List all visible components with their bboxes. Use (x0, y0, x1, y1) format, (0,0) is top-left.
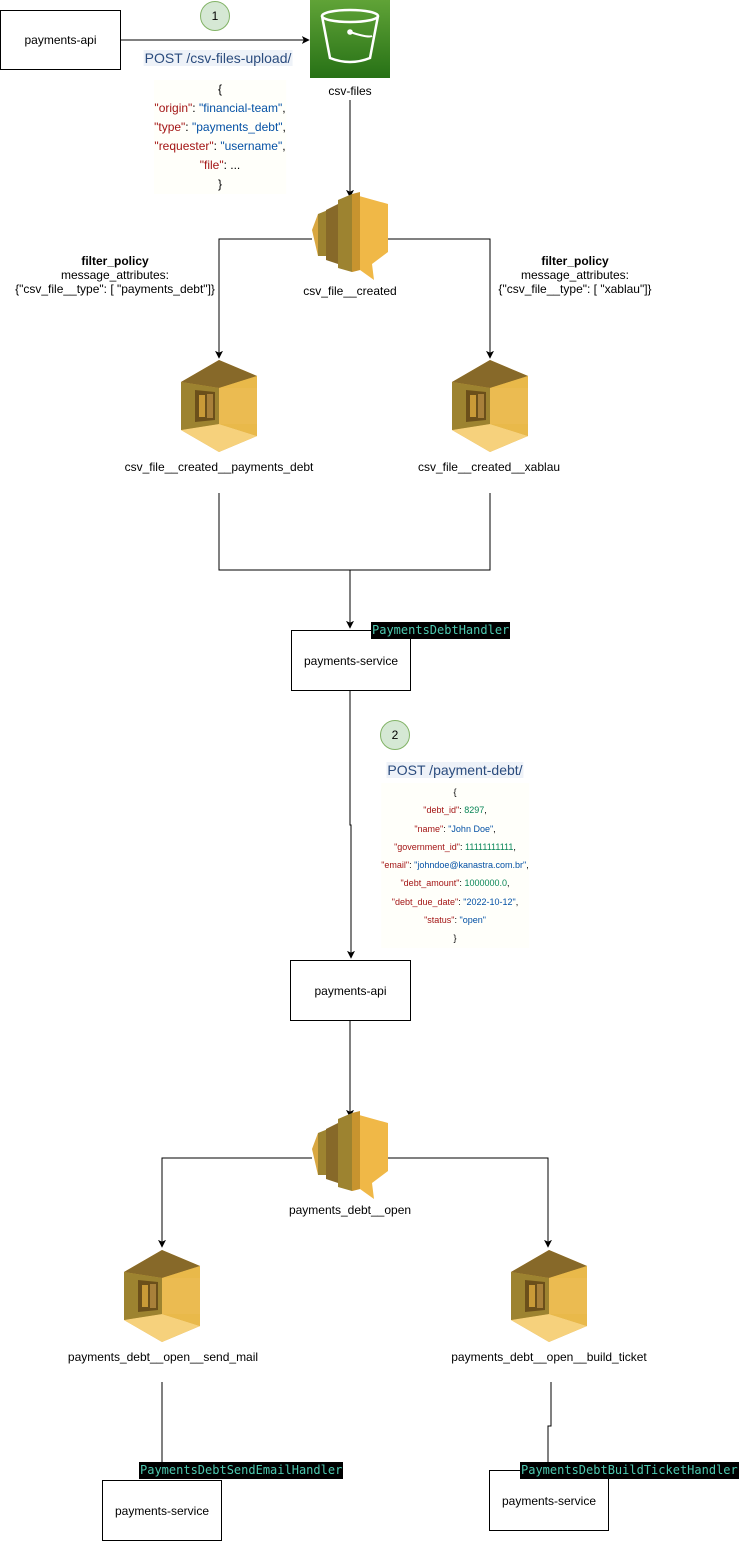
filter-policy-left-title: filter_policy (81, 254, 149, 268)
topic-created-label: csv_file__created (303, 284, 397, 298)
filter-policy-right-line1: message_attributes: (520, 268, 630, 282)
queue-build-ticket-label: payments_debt__open__build_ticket (451, 1350, 647, 1364)
sqs-queue-payments-debt-icon (181, 360, 257, 452)
payment-debt-request-body: { "debt_id": 8297, "name": "John Doe", "… (381, 783, 529, 948)
filter-policy-right-title: filter_policy (541, 254, 609, 268)
payment-body-line: "name": "John Doe", (414, 823, 496, 834)
filter-policy-right-line2: {"csv_file__type": [ "xablau"]} (498, 282, 652, 296)
edge-ticket-queue-to-service (547, 1382, 552, 1468)
payments-service-mail-box[interactable]: payments-service (102, 1480, 222, 1541)
payments-debt-handler-tag: PaymentsDebtHandler (371, 622, 511, 639)
sqs-queue-xablau-icon (452, 360, 528, 452)
payment-body-line: "email": "johndoe@kanastra.com.br", (381, 860, 529, 871)
topic-open-label: payments_debt__open (288, 1203, 412, 1217)
payments-service-mid-label: payments-service (303, 653, 399, 668)
send-email-handler-tag: PaymentsDebtSendEmailHandler (139, 1462, 344, 1479)
payments-service-mid-box[interactable]: payments-service (291, 630, 411, 691)
payments-api-top-label: payments-api (24, 33, 97, 47)
build-ticket-handler-tag: PaymentsDebtBuildTicketHandler (520, 1462, 739, 1479)
sns-topic-open-icon (312, 1111, 388, 1199)
payments-api-mid-label: payments-api (314, 983, 387, 998)
payment-body-line: "status": "open" (424, 915, 486, 926)
edge-queues-merge (218, 493, 491, 571)
step-2-badge: 2 (380, 720, 410, 750)
filter-policy-left-line1: message_attributes: (60, 268, 170, 282)
payments-service-ticket-label: payments-service (501, 1493, 597, 1508)
upload-request-body: { "origin": "financial-team", "type": "p… (154, 80, 286, 194)
payment-body-line: "debt_due_date": "2022-10-12", (391, 896, 519, 907)
payment-body-line: "debt_amount": 1000000.0, (400, 878, 510, 889)
filter-policy-right: filter_policy message_attributes: {"csv_… (498, 254, 651, 296)
edge-topic-to-payments-debt-queue (215, 238, 312, 359)
upload-body-close-brace: } (217, 177, 223, 191)
queue-send-mail-label: payments_debt__open__send_mail (67, 1350, 259, 1364)
upload-body-line: "type": "payments_debt", (154, 120, 286, 134)
payment-body-open-brace: { (453, 787, 457, 797)
filter-policy-left-line2: {"csv_file__type": [ "payments_debt"]} (15, 282, 215, 296)
payments-api-mid-box[interactable]: payments-api (290, 960, 411, 1021)
filter-policy-left: filter_policy message_attributes: {"csv_… (15, 254, 215, 296)
payment-body-line: "debt_id": 8297, (423, 805, 487, 816)
sqs-queue-build-ticket-icon (511, 1250, 587, 1342)
sqs-queue-send-mail-icon (124, 1250, 200, 1342)
s3-bucket-icon (310, 0, 390, 78)
payment-body-line: "government_id": 11111111111, (394, 841, 516, 852)
edge-open-topic-to-mail-queue (158, 1157, 312, 1248)
step-1-badge: 1 (200, 1, 230, 31)
queue-payments-debt-label: csv_file__created__payments_debt (124, 460, 314, 474)
payment-body-close-brace: } (453, 933, 457, 944)
edge-topic-to-xablau-queue (388, 238, 494, 359)
payments-service-ticket-box[interactable]: payments-service (489, 1470, 609, 1531)
edge-service-to-api (347, 690, 355, 959)
queue-xablau-label: csv_file__created__xablau (417, 460, 561, 474)
bucket-label: csv-files (328, 84, 372, 98)
sns-topic-created-icon (312, 192, 388, 280)
payments-api-top-box[interactable]: payments-api (0, 10, 121, 70)
upload-body-line: "file": ... (199, 158, 241, 172)
upload-body-line: "origin": "financial-team", (154, 101, 286, 115)
payments-service-mail-label: payments-service (114, 1503, 210, 1518)
upload-body-line: "requester": "username", (154, 139, 286, 153)
payment-debt-endpoint-label: POST /payment-debt/ (386, 762, 524, 778)
upload-body-open-brace: { (217, 82, 223, 96)
upload-endpoint-label: POST /csv-files-upload/ (143, 50, 293, 66)
edge-open-topic-to-ticket-queue (388, 1157, 552, 1248)
